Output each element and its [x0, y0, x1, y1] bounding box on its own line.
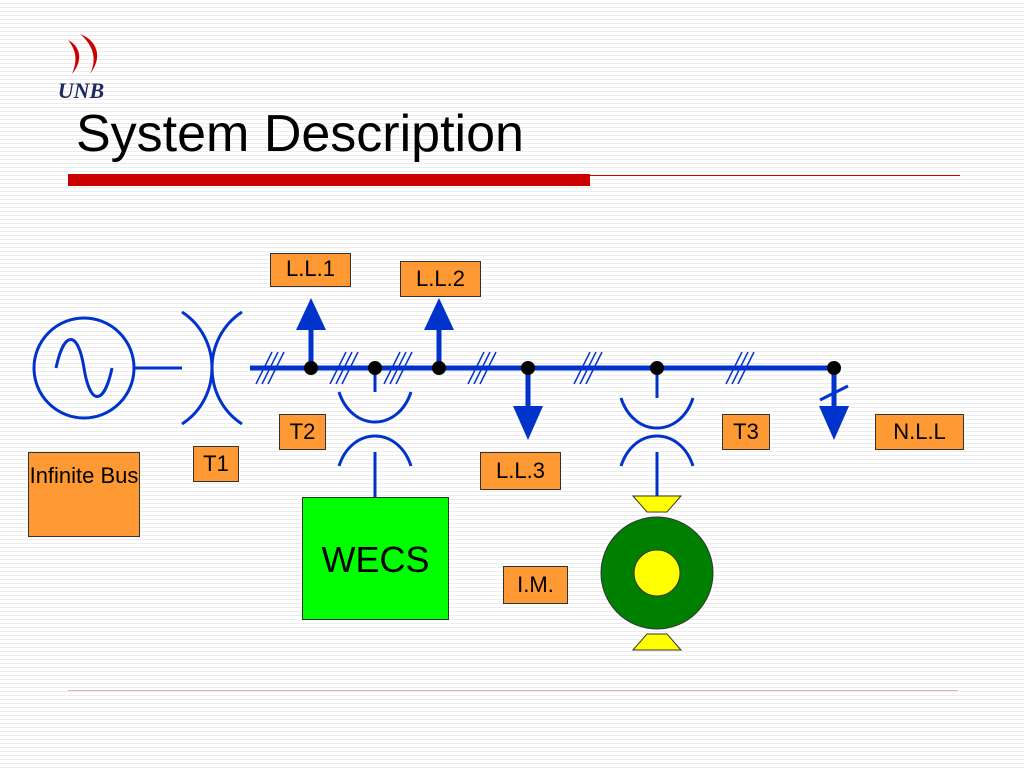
- load-arrow-ll2-icon: [424, 298, 454, 368]
- title-rule-thin: [590, 175, 960, 176]
- bus-nodes: [304, 361, 841, 375]
- load-arrow-ll3-icon: [513, 368, 543, 440]
- wecs-box: WECS: [302, 497, 449, 620]
- transformer-t2-icon: [337, 368, 413, 497]
- title-rule-thick: [68, 174, 590, 186]
- load-arrow-ll1-icon: [296, 298, 326, 368]
- label-im: I.M.: [503, 566, 568, 604]
- label-ll2: L.L.2: [400, 261, 481, 297]
- label-nll: N.L.L: [875, 414, 964, 450]
- label-infinite-bus: Infinite Bus: [28, 452, 140, 537]
- load-arrow-nll-icon: [819, 368, 849, 440]
- label-t3: T3: [722, 414, 770, 450]
- label-t2: T2: [279, 414, 326, 450]
- three-phase-marks: [255, 351, 755, 385]
- transformer-t1-icon: [181, 310, 243, 426]
- ac-source-icon: [32, 316, 182, 420]
- infinite-bus-text: Infinite Bus: [29, 463, 139, 488]
- unb-logo: UNB: [44, 30, 118, 106]
- footer-rule: [68, 690, 958, 691]
- label-ll3: L.L.3: [480, 452, 561, 490]
- sail-logo-icon: [68, 34, 98, 74]
- logo-text: UNB: [57, 78, 105, 103]
- induction-motor-icon: [600, 495, 714, 651]
- label-t1: T1: [193, 446, 239, 482]
- page-title: System Description: [76, 105, 524, 163]
- label-ll1: L.L.1: [270, 253, 351, 287]
- transformer-t3-icon: [619, 368, 695, 497]
